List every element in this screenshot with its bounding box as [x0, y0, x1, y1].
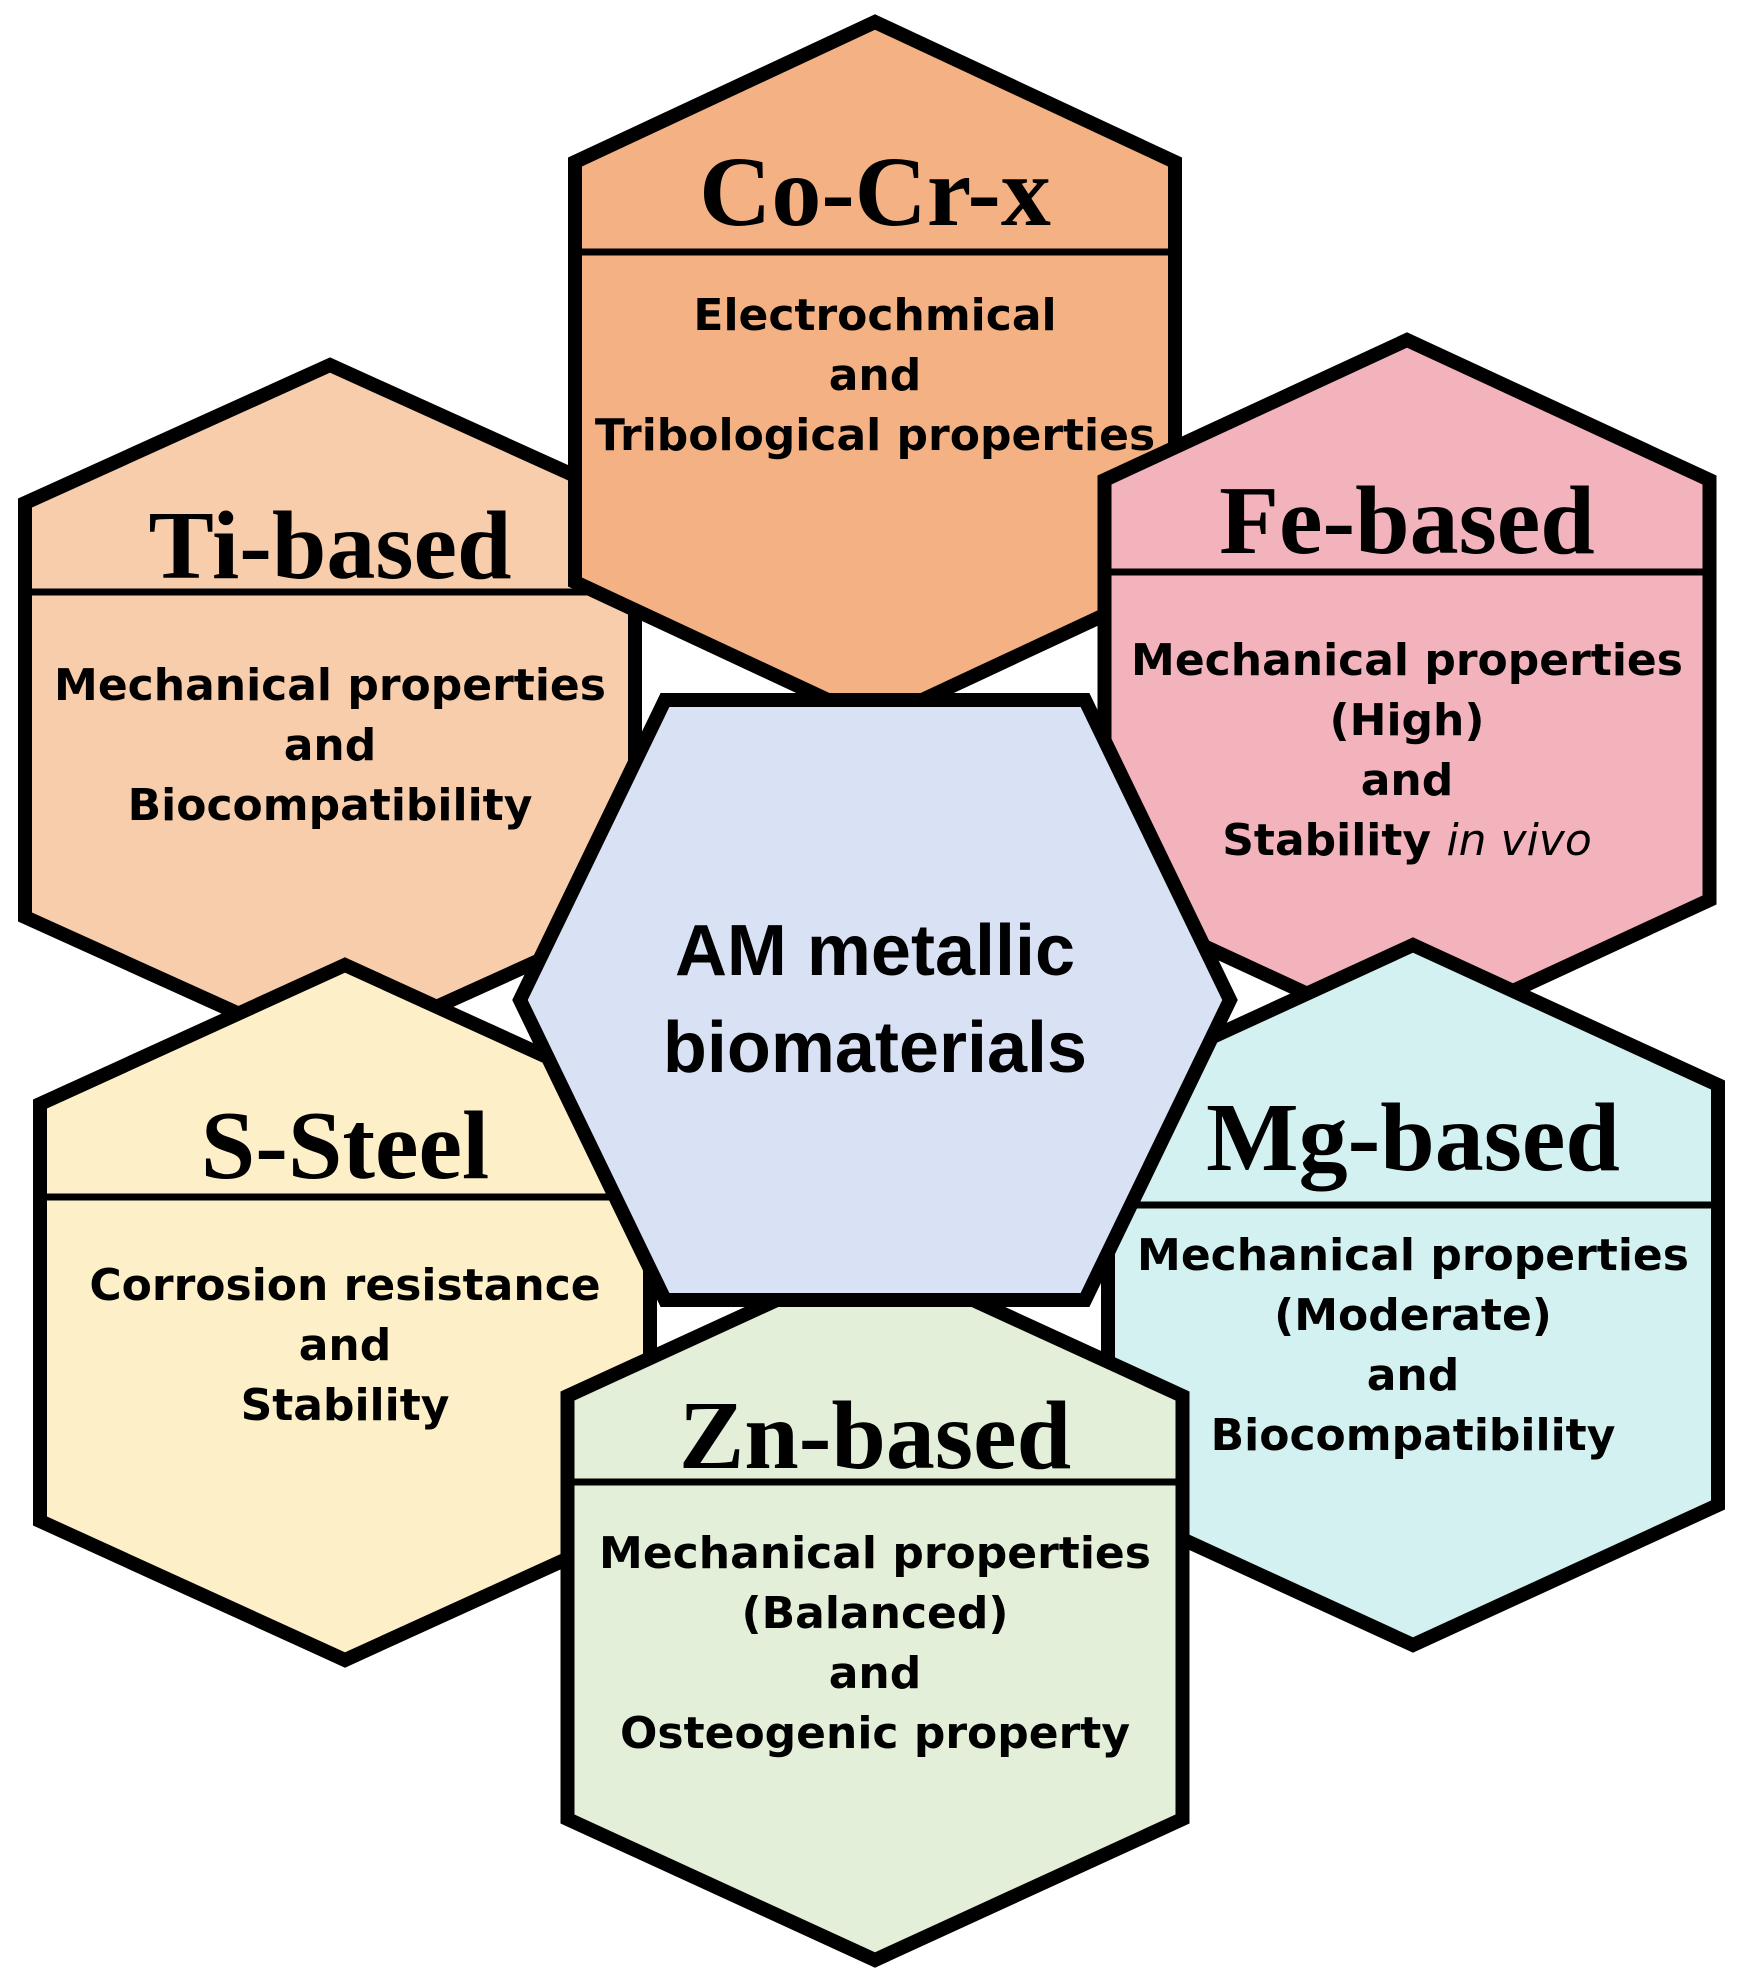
hexagon-body-text: Mechanical properties	[599, 1528, 1151, 1579]
hexagon-body-text: and	[829, 1648, 922, 1699]
hexagon-body-line-fe-based: (High)	[1330, 695, 1485, 746]
hexagon-title-s-steel: S-Steel	[201, 1092, 490, 1200]
hexagon-body-line-zn-based: Mechanical properties	[599, 1528, 1151, 1579]
hexagon-title-mg-based: Mg-based	[1206, 1084, 1620, 1192]
hexagon-body-line-mg-based: Mechanical properties	[1137, 1230, 1689, 1281]
hexagon-body-text: Stability	[1222, 815, 1446, 866]
hexagon-body-line-zn-based: (Balanced)	[742, 1588, 1009, 1639]
center-hexagon-group: AM metallic biomaterials	[512, 693, 1238, 1307]
hexagon-title-fe-based: Fe-based	[1219, 467, 1595, 575]
hexagon-body-line-ti-based: Biocompatibility	[128, 780, 533, 831]
hexagon-body-line-ti-based: and	[284, 720, 377, 771]
hexagon-body-line-mg-based: (Moderate)	[1274, 1290, 1552, 1341]
hexagon-body-line-ti-based: Mechanical properties	[54, 660, 606, 711]
hexagon-body-text: Biocompatibility	[1211, 1410, 1616, 1461]
hexagon-body-line-mg-based: Biocompatibility	[1211, 1410, 1616, 1461]
hexagon-body-line-co-cr-x: Tribological properties	[595, 410, 1155, 461]
hexagon-body-text: (Balanced)	[742, 1588, 1009, 1639]
hexagon-body-text: Osteogenic property	[620, 1708, 1130, 1759]
hexagon-title-co-cr-x: Co-Cr-x	[699, 136, 1051, 247]
hexagon-body-line-zn-based: Osteogenic property	[620, 1708, 1130, 1759]
hexagon-body-text: Biocompatibility	[128, 780, 533, 831]
hexagon-body-text: Stability	[241, 1380, 450, 1431]
center-hexagon	[512, 693, 1238, 1307]
hexagon-body-text: Mechanical properties	[1131, 635, 1683, 686]
hexagon-body-line-mg-based: and	[1367, 1350, 1460, 1401]
hexagon-body-line-co-cr-x: Electrochmical	[693, 290, 1056, 341]
hexagon-body-line-zn-based: and	[829, 1648, 922, 1699]
hexagon-body-text: Tribological properties	[595, 410, 1155, 461]
hexagon-body-line-s-steel: Stability	[241, 1380, 450, 1431]
hexagon-body-text: (Moderate)	[1274, 1290, 1552, 1341]
center-title-line1: AM metallic	[675, 911, 1075, 991]
center-title-line2: biomaterials	[663, 1008, 1087, 1088]
hexagon-body-text: Electrochmical	[693, 290, 1056, 341]
hexagon-body-text: and	[299, 1320, 392, 1371]
hexagon-body-text: and	[829, 350, 922, 401]
hexagon-body-text: (High)	[1330, 695, 1485, 746]
hexagon-body-line-fe-based: Mechanical properties	[1131, 635, 1683, 686]
hexagon-shape-zn-based	[560, 1247, 1190, 1968]
hexagon-body-line-fe-based: and	[1361, 755, 1454, 806]
hexagon-body-line-s-steel: Corrosion resistance	[89, 1260, 600, 1311]
hexagon-body-text: and	[284, 720, 377, 771]
hexagon-body-text: and	[1367, 1350, 1460, 1401]
hexagon-title-ti-based: Ti-based	[148, 492, 511, 600]
hexagon-body-line-s-steel: and	[299, 1320, 392, 1371]
hexagon-body-line-co-cr-x: and	[829, 350, 922, 401]
hexagon-body-text: Mechanical properties	[1137, 1230, 1689, 1281]
hexagon-body-text: Mechanical properties	[54, 660, 606, 711]
hexagon-body-text: Corrosion resistance	[89, 1260, 600, 1311]
hexagon-title-zn-based: Zn-based	[679, 1382, 1071, 1490]
hexagon-body-line-fe-based: Stability in vivo	[1222, 815, 1592, 866]
hexagon-body-text: and	[1361, 755, 1454, 806]
hexagon-body-italic-text: in vivo	[1446, 815, 1591, 866]
